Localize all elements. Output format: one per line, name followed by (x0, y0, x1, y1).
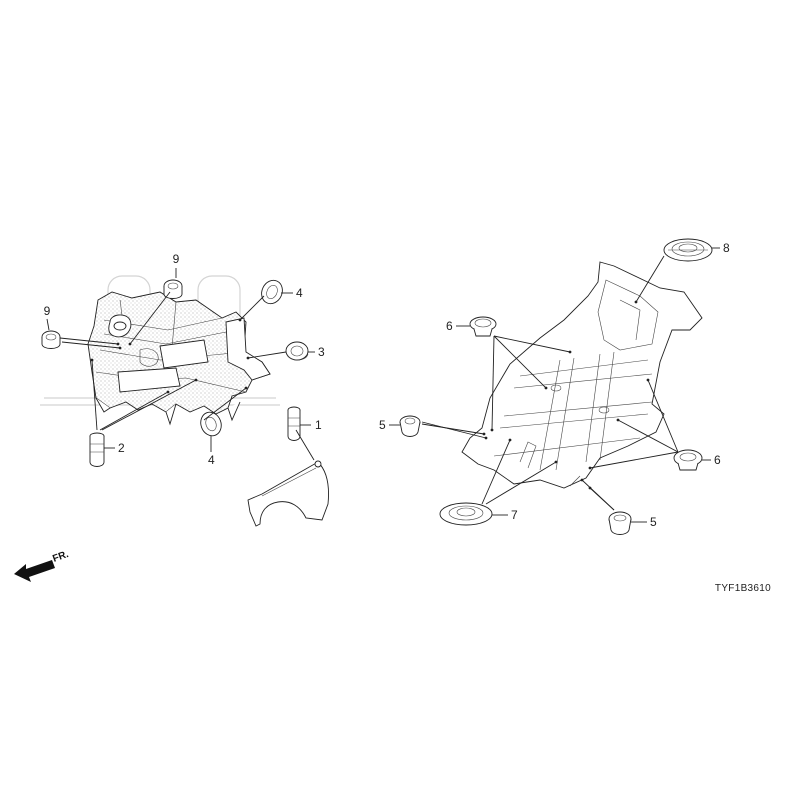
callout-3: 3 (318, 345, 325, 359)
cap-part-5-right (608, 511, 632, 535)
callout-4-upper: 4 (296, 286, 303, 300)
callout-6-right: 6 (714, 453, 721, 467)
callout-9-left: 9 (44, 304, 51, 318)
callout-5-right: 5 (650, 515, 657, 529)
drawing-code: TYF1B3610 (715, 583, 771, 594)
cap-part-5-left (399, 415, 421, 437)
grommet-part-6-upper (469, 316, 497, 337)
callout-9-upper: 9 (173, 252, 180, 266)
seal-part-7 (439, 502, 493, 526)
callout-5-left: 5 (379, 418, 386, 432)
direction-label: FR. (51, 549, 70, 565)
callout-7: 7 (511, 508, 518, 522)
grommet-part-9-upper (163, 279, 183, 299)
leader-lines-left (59, 268, 315, 461)
front-direction-indicator: FR. (14, 549, 70, 582)
callout-8: 8 (723, 241, 730, 255)
front-fender (247, 460, 329, 527)
callout-4-lower: 4 (208, 453, 215, 467)
front-arrow-icon (14, 560, 55, 582)
floor-pan-assembly (461, 261, 703, 489)
callout-1: 1 (315, 418, 322, 432)
grommet-part-4-upper (261, 279, 283, 305)
front-frame-assembly (40, 275, 280, 426)
plug-part-2 (89, 432, 105, 467)
floor-pan-outline (461, 261, 703, 489)
callout-2: 2 (118, 441, 125, 455)
grommet-part-3 (285, 341, 309, 361)
leader-lines-right (421, 255, 679, 511)
callout-6-upper: 6 (446, 319, 453, 333)
grommet-part-9-left (41, 330, 61, 349)
plug-part-1 (287, 406, 301, 441)
seal-part-8 (663, 238, 713, 262)
grommet-part-4-lower (200, 411, 222, 437)
grommet-part-6-right (673, 449, 703, 471)
